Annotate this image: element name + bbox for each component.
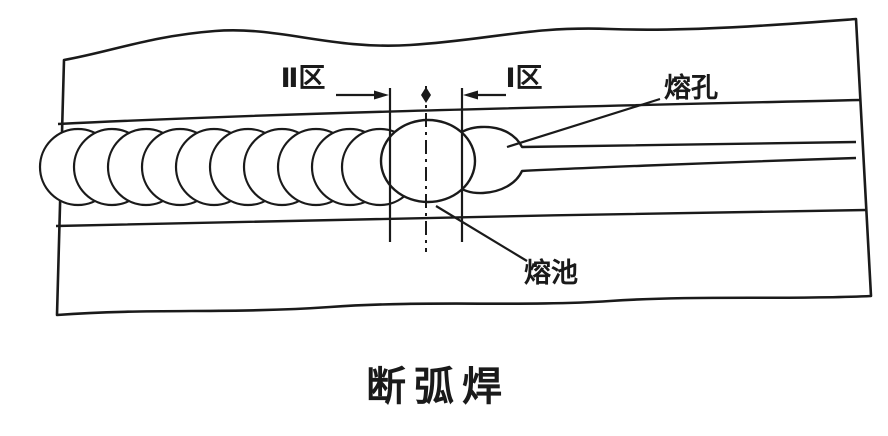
melt-hole-label: 熔孔 — [664, 72, 718, 103]
weld-pool-leader-line — [435, 205, 528, 262]
zone2-arrow — [336, 90, 389, 100]
zone1-arrow — [463, 90, 506, 100]
groove-top-line — [57, 98, 861, 126]
zone1-label: Ⅰ区 — [505, 63, 542, 93]
centerline-marker-diamond — [421, 87, 431, 103]
melt-hole-leader-line — [506, 97, 661, 149]
zone2-label: Ⅱ区 — [281, 63, 326, 93]
weld-pool-label: 熔池 — [524, 257, 578, 288]
weld-bead-chain — [38, 127, 420, 207]
weld-pool-ellipse — [379, 118, 477, 204]
diagram-title: 断弧焊 — [366, 365, 510, 409]
